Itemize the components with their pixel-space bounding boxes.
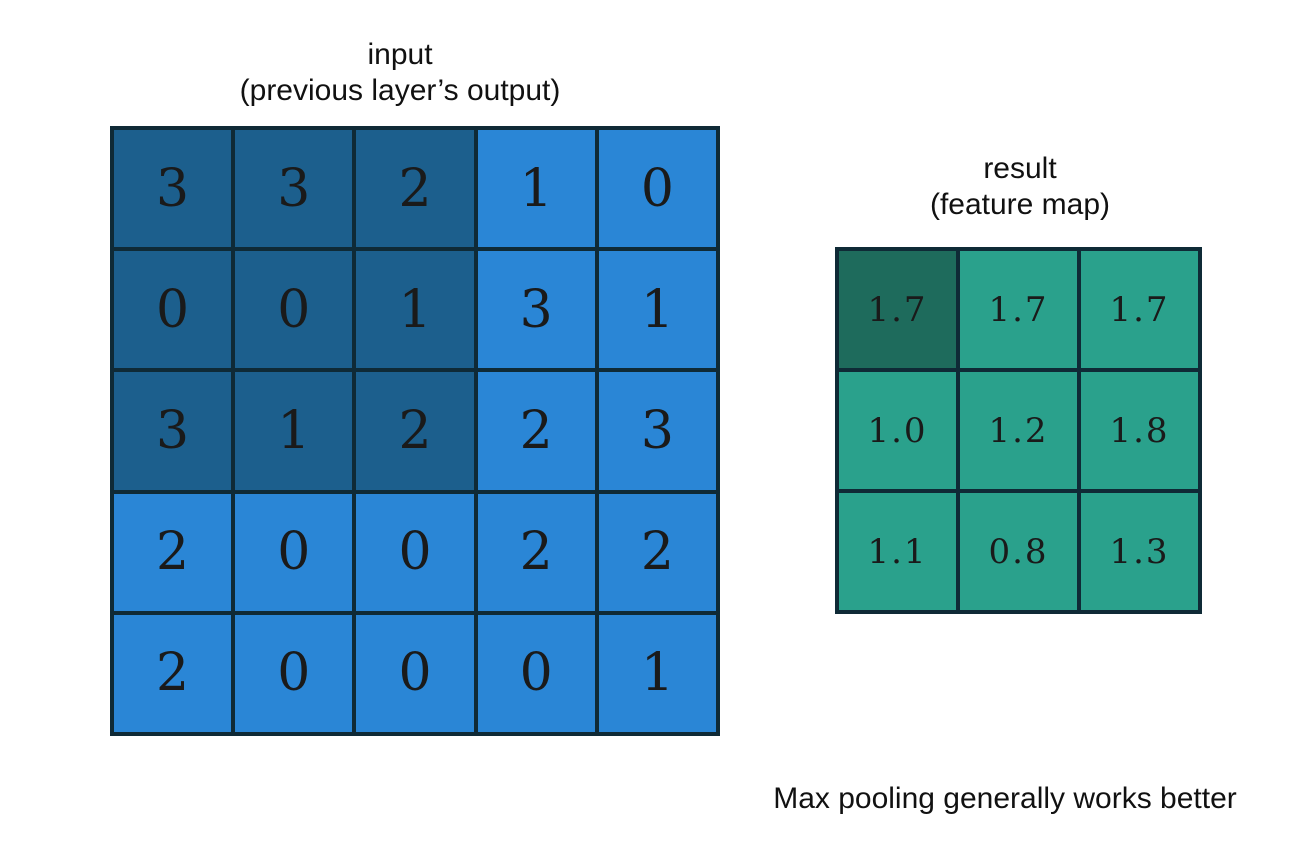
result-cell-r1c1: 1.7: [839, 251, 956, 368]
input-cell-r1c1: 3: [114, 130, 232, 248]
result-cell-r3c2: 0.8: [960, 493, 1077, 610]
input-cell-r2c1: 0: [114, 251, 232, 369]
input-cell-r3c3: 2: [356, 372, 474, 490]
input-title: input (previous layer’s output): [180, 37, 620, 109]
footer-caption: Max pooling generally works better: [773, 782, 1237, 815]
input-cell-r1c4: 1: [477, 130, 595, 248]
input-cell-r4c5: 2: [598, 493, 716, 611]
result-title: result (feature map): [870, 151, 1170, 223]
input-cell-r4c1: 2: [114, 493, 232, 611]
result-cell-r1c3: 1.7: [1081, 251, 1198, 368]
input-cell-r5c2: 0: [235, 614, 353, 732]
result-title-line1: result: [983, 152, 1057, 185]
input-title-line2: (previous layer’s output): [239, 74, 561, 107]
input-cell-r5c4: 0: [477, 614, 595, 732]
result-cell-r2c3: 1.8: [1081, 372, 1198, 489]
input-cell-r2c2: 0: [235, 251, 353, 369]
input-cell-r5c1: 2: [114, 614, 232, 732]
input-cell-r4c4: 2: [477, 493, 595, 611]
result-cell-r2c2: 1.2: [960, 372, 1077, 489]
input-cell-r5c3: 0: [356, 614, 474, 732]
input-cell-r2c3: 1: [356, 251, 474, 369]
result-cell-r3c1: 1.1: [839, 493, 956, 610]
result-cell-r2c1: 1.0: [839, 372, 956, 489]
input-cell-r2c4: 3: [477, 251, 595, 369]
input-cell-r3c5: 3: [598, 372, 716, 490]
result-title-line2: (feature map): [929, 188, 1111, 221]
input-grid: 3 3 2 1 0 0 0 1 3 1 3 1 2 2 3 2 0 0 2 2 …: [110, 126, 720, 736]
input-cell-r2c5: 1: [598, 251, 716, 369]
result-cell-r3c3: 1.3: [1081, 493, 1198, 610]
result-grid: 1.7 1.7 1.7 1.0 1.2 1.8 1.1 0.8 1.3: [835, 247, 1202, 614]
input-cell-r3c4: 2: [477, 372, 595, 490]
input-cell-r4c2: 0: [235, 493, 353, 611]
input-cell-r5c5: 1: [598, 614, 716, 732]
input-cell-r3c1: 3: [114, 372, 232, 490]
input-title-line1: input: [367, 38, 433, 71]
input-cell-r1c5: 0: [598, 130, 716, 248]
input-cell-r4c3: 0: [356, 493, 474, 611]
input-cell-r3c2: 1: [235, 372, 353, 490]
input-cell-r1c3: 2: [356, 130, 474, 248]
result-cell-r1c2: 1.7: [960, 251, 1077, 368]
input-cell-r1c2: 3: [235, 130, 353, 248]
